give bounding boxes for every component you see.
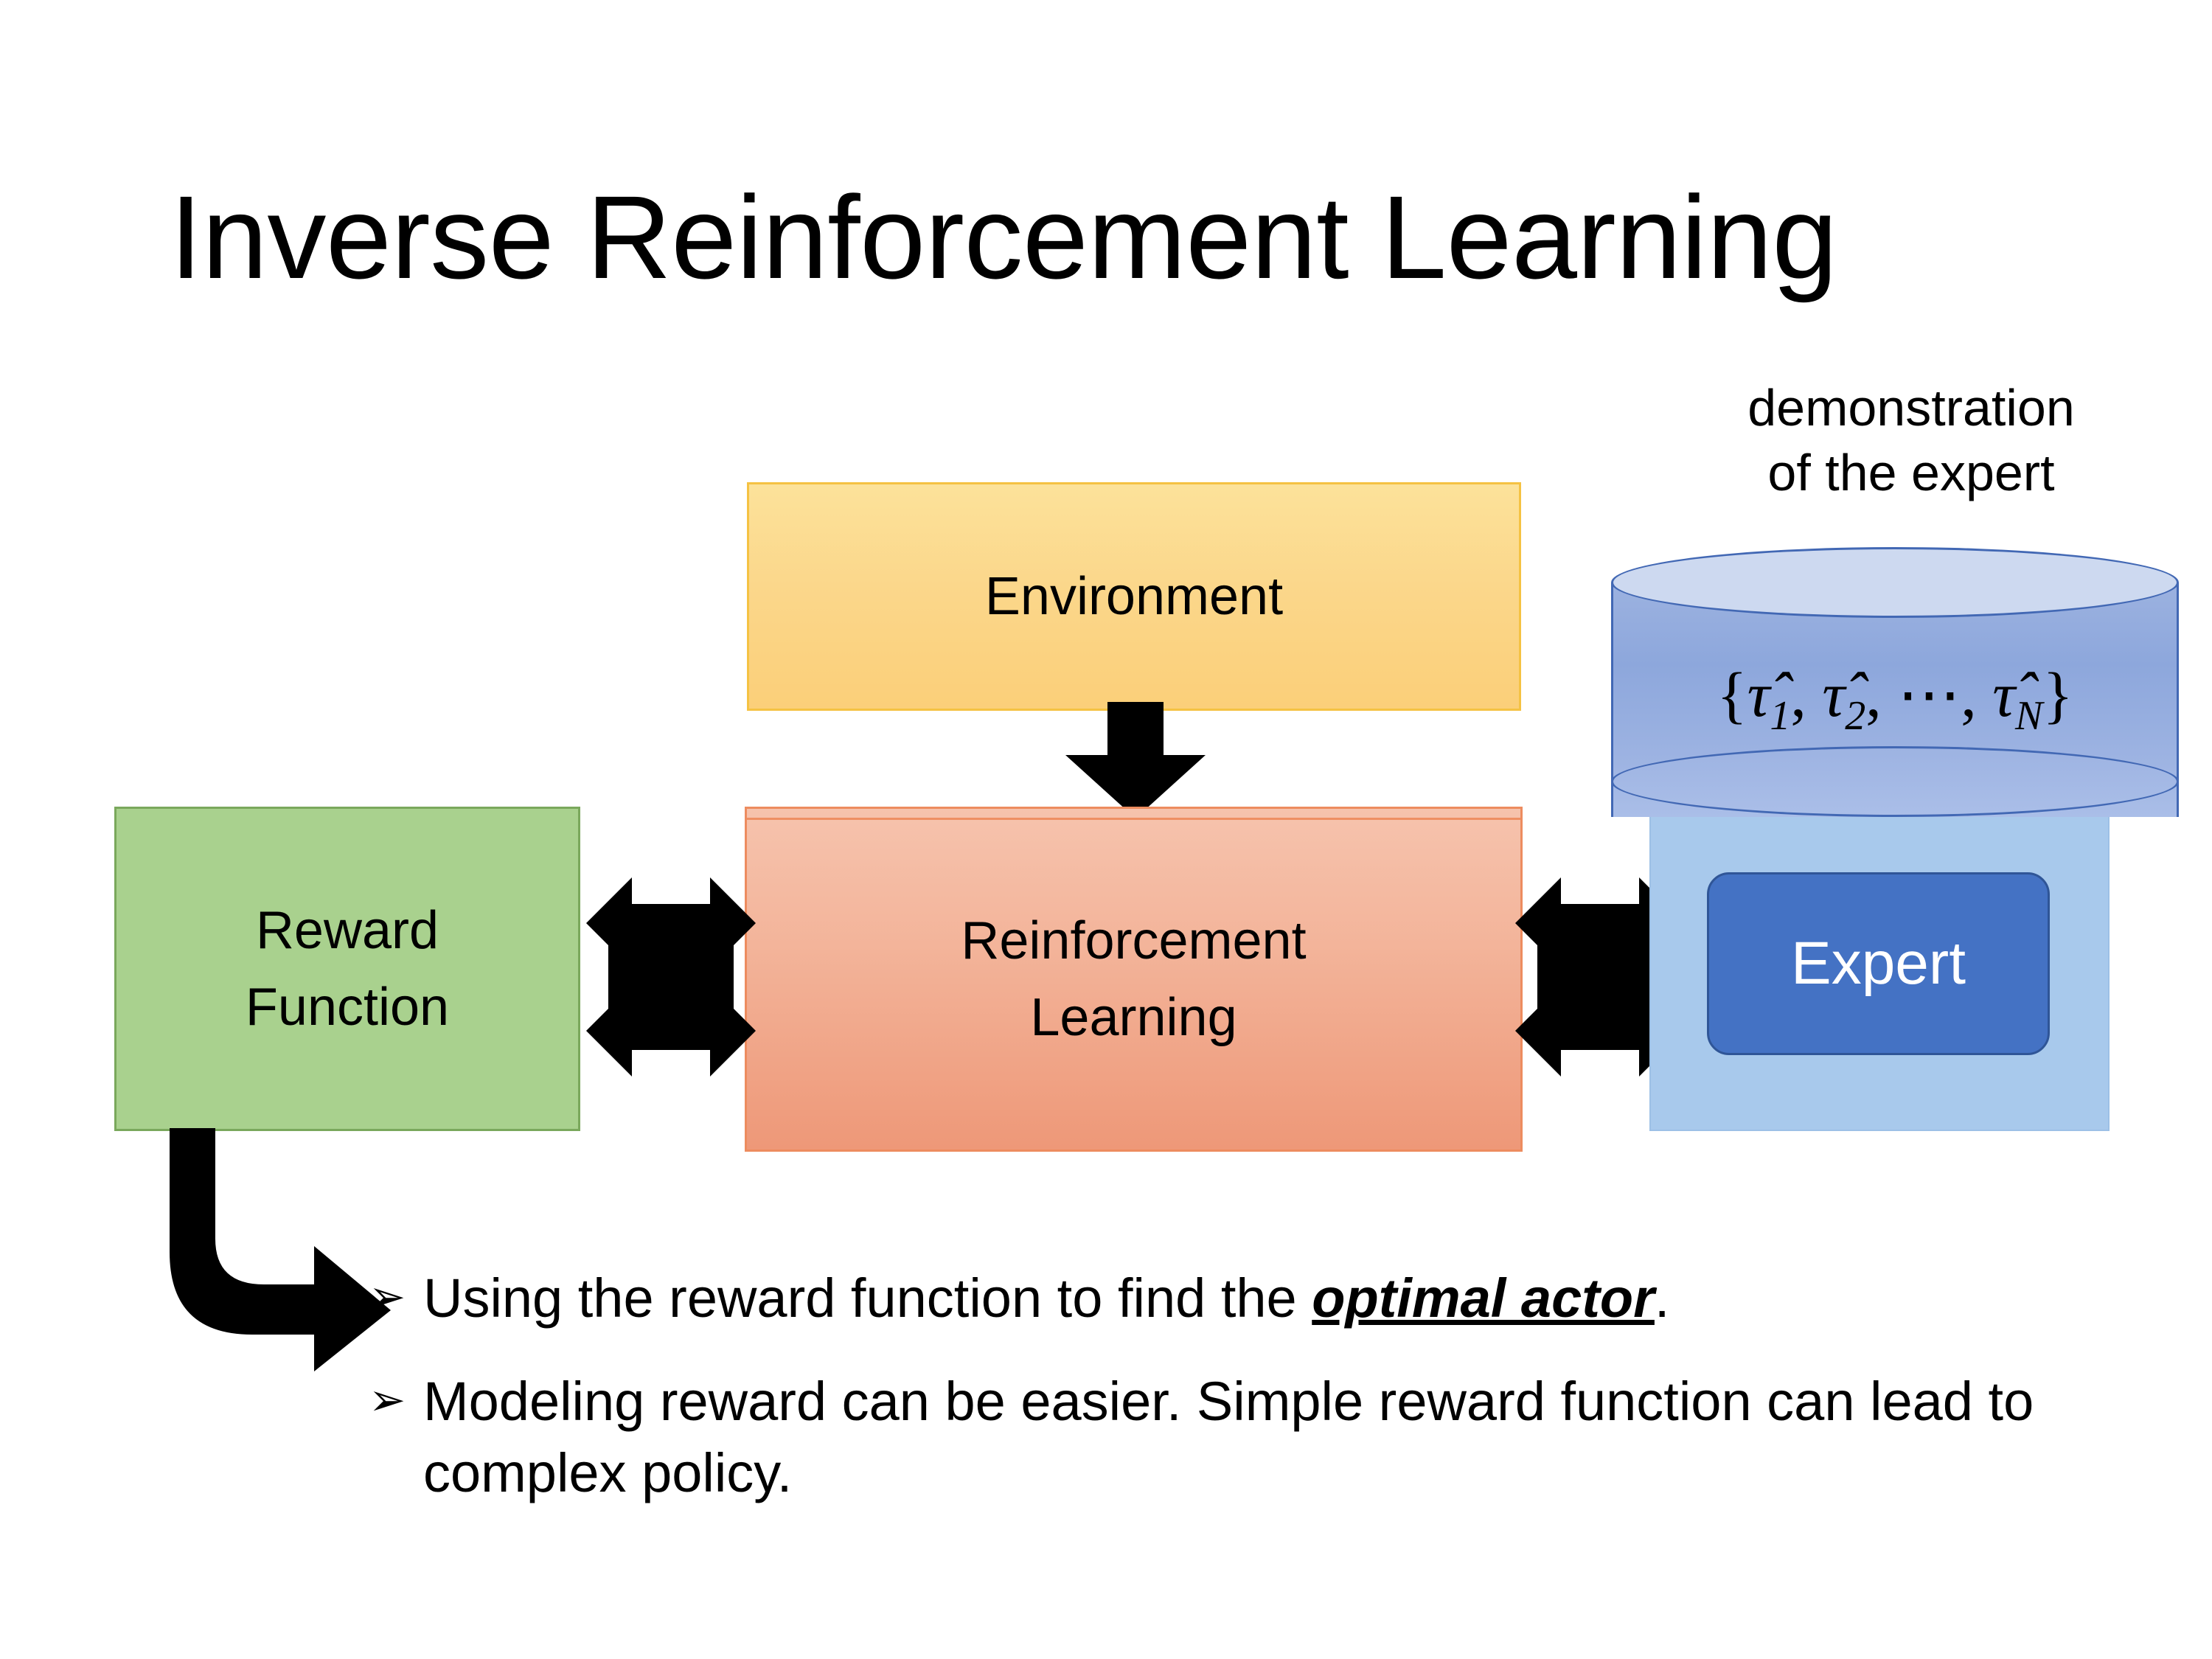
formula-tau-2: τ̂	[1822, 659, 1846, 730]
formula-subscript-1: 1	[1770, 692, 1791, 739]
bullet-1-emphasis: optimal actor	[1312, 1267, 1655, 1329]
formula-subscript-n: N	[2014, 692, 2043, 739]
formula-subscript-2: 2	[1845, 692, 1866, 739]
formula-tau-1: τ̂	[1747, 659, 1770, 730]
expert-chip-label: Expert	[1791, 930, 1966, 997]
demonstration-caption: demonstration of the expert	[1638, 376, 2184, 505]
elbow-arrow-reward-to-bullets-icon	[170, 1128, 391, 1371]
bullet-1-text-after: .	[1654, 1267, 1670, 1329]
reinforcement-learning-box: Reinforcement Learning	[745, 807, 1523, 1152]
trajectory-set-formula: {τ̂1, τ̂2, ⋯, τ̂N}	[1611, 658, 2179, 740]
bullet-marker-icon: ➢	[369, 1272, 406, 1321]
page-title: Inverse Reinforcement Learning	[170, 171, 1837, 303]
reward-box-label-line1: Reward	[255, 900, 439, 960]
rl-box-label: Reinforcement Learning	[961, 902, 1306, 1057]
bullet-item-2-text: Modeling reward can be easier. Simple re…	[423, 1370, 2034, 1504]
reward-function-box: Reward Function	[114, 807, 580, 1131]
bullet-item-2: ➢ Modeling reward can be easier. Simple …	[369, 1366, 2101, 1509]
environment-box: Environment	[747, 482, 1521, 711]
expert-chip: Expert	[1707, 872, 2050, 1055]
demonstration-caption-line2: of the expert	[1767, 443, 2055, 501]
bullet-list: ➢ Using the reward function to find the …	[369, 1262, 2101, 1540]
environment-box-label: Environment	[984, 567, 1284, 626]
cylinder-bottom-ellipse	[1611, 746, 2179, 817]
formula-separator-1: ,	[1790, 659, 1823, 730]
formula-tau-n: τ̂	[1992, 659, 2015, 730]
cylinder-top-ellipse	[1611, 547, 2179, 618]
bidirectional-arrow-rl-expert-icon	[1515, 877, 1685, 1077]
demonstration-caption-line1: demonstration	[1747, 379, 2075, 437]
demonstration-cylinder: {τ̂1, τ̂2, ⋯, τ̂N}	[1611, 547, 2179, 849]
rl-box-label-line1: Reinforcement	[961, 911, 1307, 970]
bullet-item-1-text: Using the reward function to find the op…	[423, 1262, 2101, 1335]
formula-separator-2: , ⋯,	[1865, 659, 1993, 730]
reward-box-label-line2: Function	[245, 978, 450, 1037]
bidirectional-arrow-reward-rl-icon	[586, 877, 756, 1077]
arrow-environment-to-rl-icon	[1065, 702, 1206, 818]
bullet-item-1: ➢ Using the reward function to find the …	[369, 1262, 2101, 1335]
bullet-1-text-before: Using the reward function to find the	[423, 1267, 1312, 1329]
rl-box-label-line2: Learning	[1030, 988, 1237, 1047]
reward-box-label: Reward Function	[246, 892, 449, 1046]
formula-close-brace: }	[2042, 659, 2073, 730]
formula-open-brace: {	[1717, 659, 1747, 730]
bullet-marker-icon: ➢	[369, 1374, 406, 1425]
